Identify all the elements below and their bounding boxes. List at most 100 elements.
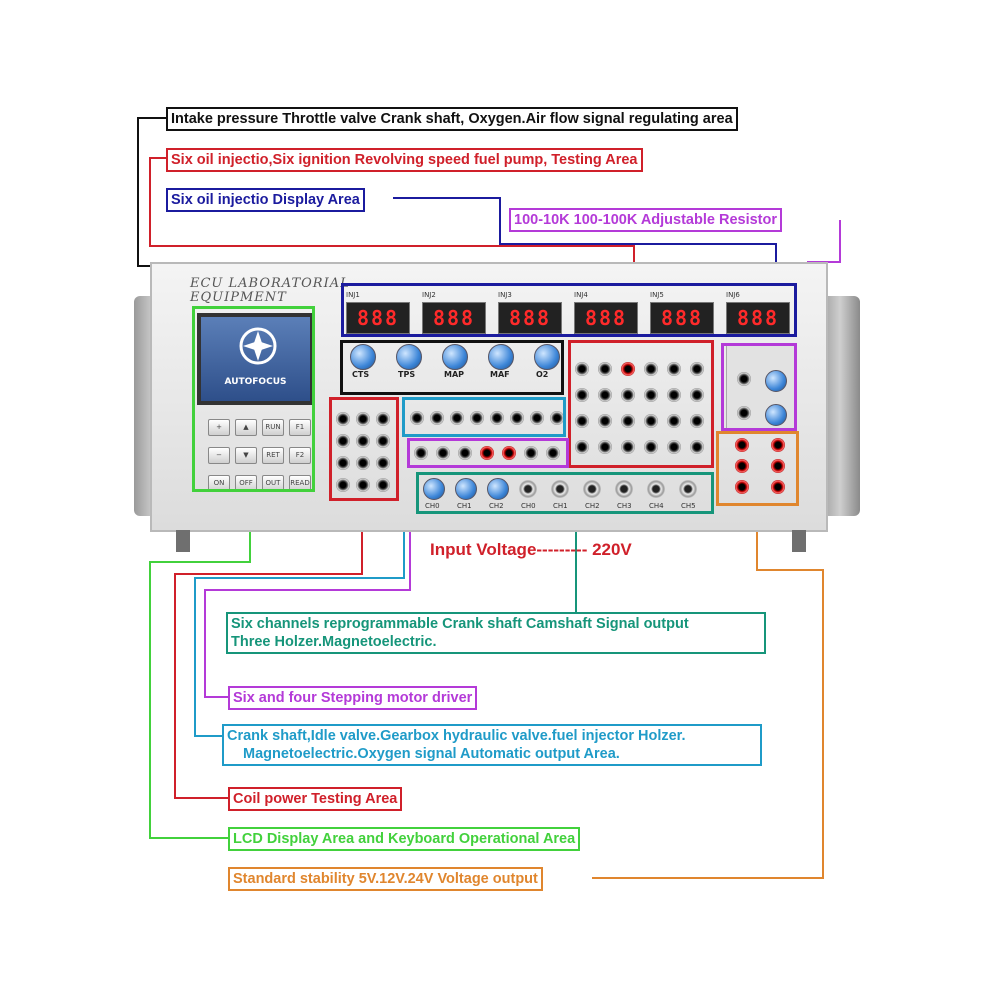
test-jack[interactable]	[667, 362, 681, 376]
coil-jack[interactable]	[376, 434, 390, 448]
stepping-jack[interactable]	[414, 446, 428, 460]
resistor-jack[interactable]	[737, 372, 751, 386]
keypad-key[interactable]: RET	[262, 447, 284, 464]
callout-six-channels: Six channels reprogrammable Crank shaft …	[226, 612, 766, 654]
voltage-jack[interactable]	[735, 459, 749, 473]
bnc-connector[interactable]	[519, 480, 537, 498]
callout-voltage-output: Standard stability 5V.12V.24V Voltage ou…	[228, 867, 543, 891]
sensor-knob[interactable]	[488, 344, 514, 370]
coil-jack[interactable]	[376, 456, 390, 470]
resistor-knob[interactable]	[765, 370, 787, 392]
test-jack[interactable]	[598, 414, 612, 428]
coil-jack[interactable]	[356, 434, 370, 448]
crank-jack[interactable]	[530, 411, 544, 425]
voltage-jack[interactable]	[771, 459, 785, 473]
channel-knob[interactable]	[455, 478, 477, 500]
stepping-jack[interactable]	[458, 446, 472, 460]
stepping-jack[interactable]	[436, 446, 450, 460]
sensor-knob[interactable]	[534, 344, 560, 370]
voltage-jack[interactable]	[735, 480, 749, 494]
coil-jack[interactable]	[356, 456, 370, 470]
sensor-knob[interactable]	[350, 344, 376, 370]
voltage-jack[interactable]	[771, 480, 785, 494]
test-jack[interactable]	[667, 414, 681, 428]
test-jack[interactable]	[644, 362, 658, 376]
test-jack[interactable]	[575, 388, 589, 402]
keypad-key[interactable]: F2	[289, 447, 311, 464]
keypad-key[interactable]: ▲	[235, 419, 257, 436]
test-jack[interactable]	[621, 440, 635, 454]
crank-jack[interactable]	[510, 411, 524, 425]
resistor-knob[interactable]	[765, 404, 787, 426]
bnc-connector[interactable]	[615, 480, 633, 498]
bnc-connector[interactable]	[583, 480, 601, 498]
test-jack[interactable]	[575, 414, 589, 428]
test-jack[interactable]	[644, 388, 658, 402]
test-jack[interactable]	[644, 440, 658, 454]
crank-jack[interactable]	[470, 411, 484, 425]
test-jack[interactable]	[690, 440, 704, 454]
callout-intake: Intake pressure Throttle valve Crank sha…	[166, 107, 738, 131]
coil-jack[interactable]	[376, 412, 390, 426]
keypad-key[interactable]: ▼	[235, 447, 257, 464]
stepping-jack[interactable]	[546, 446, 560, 460]
keypad-key[interactable]: −	[208, 447, 230, 464]
test-jack[interactable]	[690, 414, 704, 428]
channel-label: CH1	[457, 502, 472, 510]
callout-six-oil-test: Six oil injectio,Six ignition Revolving …	[166, 148, 643, 172]
coil-jack[interactable]	[356, 412, 370, 426]
voltage-jack[interactable]	[771, 438, 785, 452]
bnc-connector[interactable]	[647, 480, 665, 498]
sensor-knob[interactable]	[442, 344, 468, 370]
crank-jack[interactable]	[450, 411, 464, 425]
coil-jack[interactable]	[376, 478, 390, 492]
test-jack[interactable]	[575, 440, 589, 454]
test-jack[interactable]	[690, 388, 704, 402]
crank-jack[interactable]	[490, 411, 504, 425]
callout-coil: Coil power Testing Area	[228, 787, 403, 811]
keypad-key[interactable]: +	[208, 419, 230, 436]
test-jack[interactable]	[667, 440, 681, 454]
channel-knob[interactable]	[423, 478, 445, 500]
crank-line-2: Magnetoelectric.Oxygen signal Automatic …	[243, 746, 620, 762]
test-jack[interactable]	[598, 388, 612, 402]
injector-display: 888	[650, 302, 714, 334]
callout-stepping: Six and four Stepping motor driver	[228, 686, 478, 710]
sensor-knob[interactable]	[396, 344, 422, 370]
injector-display: 888	[346, 302, 410, 334]
coil-jack[interactable]	[336, 434, 350, 448]
lcd-keyboard-frame	[192, 306, 315, 492]
channel-label: CH4	[649, 502, 664, 510]
resistor-jack[interactable]	[737, 406, 751, 420]
stepping-jack[interactable]	[502, 446, 516, 460]
coil-jack[interactable]	[336, 478, 350, 492]
injector-label: INJ6	[726, 291, 740, 299]
knob-label: TPS	[398, 370, 416, 379]
test-jack[interactable]	[690, 362, 704, 376]
stepping-jack[interactable]	[524, 446, 538, 460]
crank-jack[interactable]	[430, 411, 444, 425]
channel-knob[interactable]	[487, 478, 509, 500]
test-jack[interactable]	[575, 362, 589, 376]
coil-jack[interactable]	[356, 478, 370, 492]
stepping-jack[interactable]	[480, 446, 494, 460]
channel-label: CH0	[425, 502, 440, 510]
channel-label: CH2	[489, 502, 504, 510]
test-jack[interactable]	[621, 388, 635, 402]
keypad-key[interactable]: RUN	[262, 419, 284, 436]
test-jack[interactable]	[644, 414, 658, 428]
coil-jack[interactable]	[336, 412, 350, 426]
channel-label: CH2	[585, 502, 600, 510]
keypad-key[interactable]: F1	[289, 419, 311, 436]
voltage-jack[interactable]	[735, 438, 749, 452]
test-jack[interactable]	[598, 440, 612, 454]
test-jack[interactable]	[621, 362, 635, 376]
test-jack[interactable]	[667, 388, 681, 402]
coil-jack[interactable]	[336, 456, 350, 470]
bnc-connector[interactable]	[551, 480, 569, 498]
test-jack[interactable]	[598, 362, 612, 376]
crank-jack[interactable]	[550, 411, 564, 425]
bnc-connector[interactable]	[679, 480, 697, 498]
test-jack[interactable]	[621, 414, 635, 428]
crank-jack[interactable]	[410, 411, 424, 425]
